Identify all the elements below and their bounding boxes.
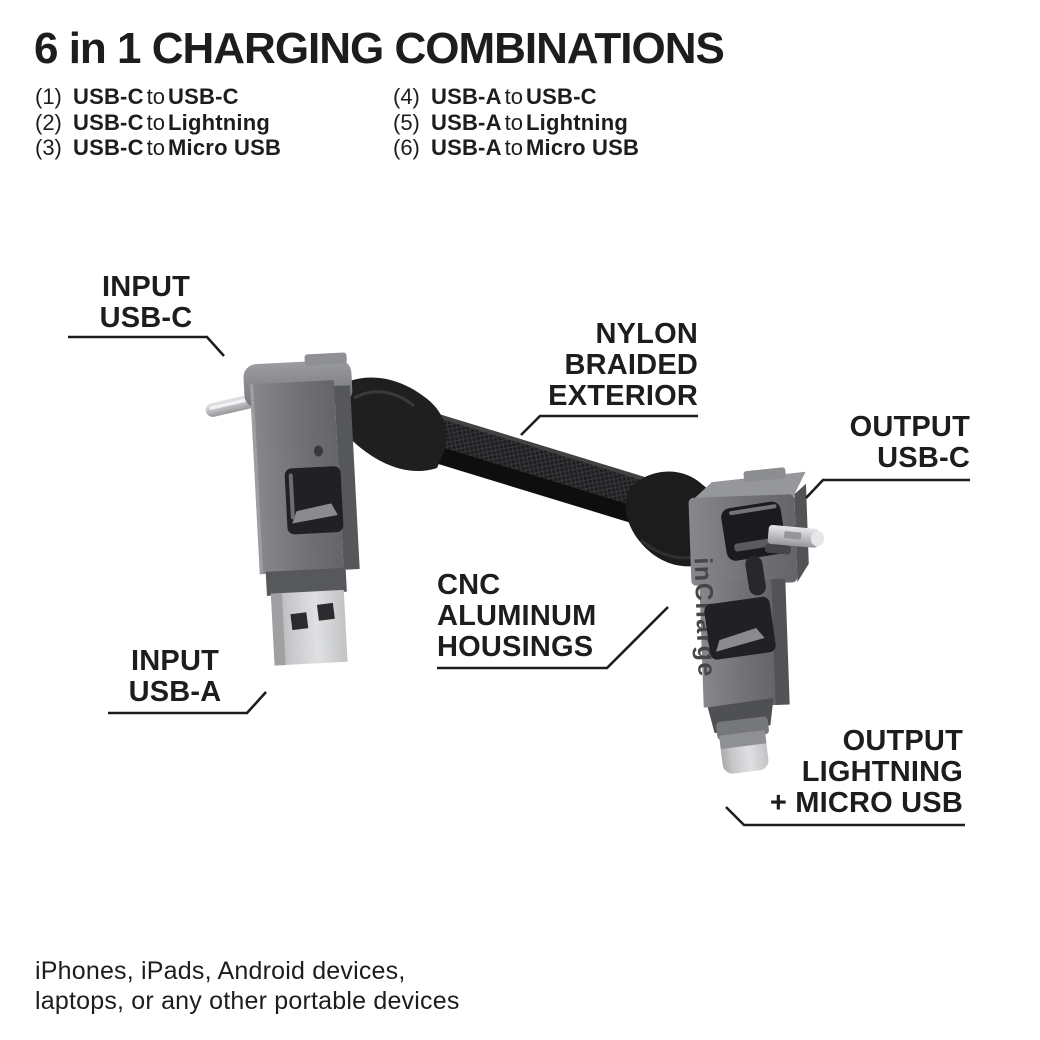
callout-line-input-usba [108, 691, 267, 715]
label-output-lightning-micro-usb: OUTPUT LIGHTNING + MICRO USB [769, 725, 963, 819]
right-housing-window [704, 596, 776, 660]
left-overmold [336, 377, 447, 472]
label-output-usb-c: OUTPUT USB-C [849, 411, 970, 474]
combo-number: (6) [393, 135, 420, 160]
lightning-micro-usb-plug [764, 525, 825, 555]
callout-line-cnc [437, 606, 669, 670]
nylon-braided-cable [413, 410, 667, 530]
combo-number: (4) [393, 84, 420, 109]
left-housing-window [284, 466, 344, 535]
callout-line-output-lightning-micro [725, 806, 965, 827]
usb-a-input-plug [265, 567, 348, 666]
usb-c-output-plug [707, 698, 774, 774]
compatibility-caption: iPhones, iPads, Android devices, laptops… [35, 957, 460, 1015]
label-cnc-aluminum-housings: CNC ALUMINUM HOUSINGS [437, 569, 597, 663]
label-nylon-braided-exterior: NYLON BRAIDED EXTERIOR [548, 318, 698, 412]
combo-number: (1) [35, 84, 62, 109]
callout-line-input-usbc [68, 335, 225, 357]
callout-line-output-usbc [805, 478, 970, 499]
page-title: 6 in 1 CHARGING COMBINATIONS [34, 24, 725, 73]
left-housing-assembly [205, 352, 360, 666]
combo-number: (3) [35, 135, 62, 160]
label-input-usb-a: INPUT USB-A [128, 645, 222, 708]
combo-number: (2) [35, 109, 62, 135]
right-housing-assembly: inCharge [688, 467, 825, 774]
combo-number: (5) [393, 109, 420, 135]
callout-line-nylon [520, 414, 698, 436]
label-input-usb-c: INPUT USB-C [99, 271, 193, 334]
